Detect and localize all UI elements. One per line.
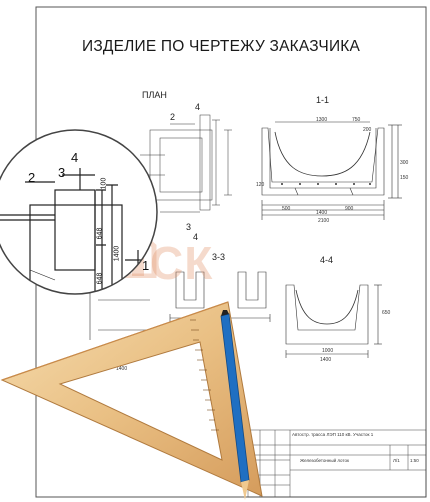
dim-1-1-3: 120 [256,182,265,188]
magnifier-mark-4: 4 [71,150,79,165]
wooden-set-square-icon [0,301,263,497]
section-mark-3: 3 [186,222,192,232]
magnifier-view [0,129,158,295]
section-4-4-label: 4-4 [320,255,334,265]
dim-1-1-9: 150 [400,175,409,181]
section-1-1-view [261,121,402,220]
section-mark-4: 4 [195,102,201,112]
section-4-4-view [285,284,382,358]
plan-label: ПЛАН [142,90,167,100]
dim-1-1-0: 2100 [318,218,330,224]
magnifier-mark-3: 3 [58,165,66,180]
title-block-scale: 1:50 [410,458,419,463]
dim-1-1-6: 900 [345,206,354,212]
dim-1-1-5: 500 [282,206,291,212]
title-block-project: Автостр. трасса ЛЭП 110 кВ. Участок 1 [292,432,374,437]
section-1-1-label: 1-1 [316,95,330,105]
dim-1-1-7: 1400 [316,210,328,216]
watermark-text: СК [150,237,214,289]
dim-3-3-1: 1400 [116,366,128,372]
title-block-sheet: Л/1 [393,458,400,463]
drawing-title: ИЗДЕЛИЕ ПО ЧЕРТЕЖУ ЗАКАЗЧИКА [82,38,361,55]
dim-1-1-8: 300 [400,160,409,166]
magnifier-dim-2: 1400 [113,245,121,262]
title-block-name: Железобетонный лоток [300,458,349,463]
dim-1-1-2: 200 [363,127,372,133]
magnifier-mark-2: 2 [28,170,36,185]
section-mark-2: 2 [170,112,176,122]
dim-4-4-2: 1000 [322,348,334,354]
plan-view [140,114,232,213]
magnifier-dim-1: 648 [96,227,104,240]
magnifier-dim-3: 648 [96,272,104,285]
dim-1-1-1: 750 [352,117,361,123]
dim-4-4-1: 650 [382,310,391,316]
section-1-1-rebar [281,183,371,185]
magnifier-dim-0: 100 [100,177,108,190]
magnifier-mark-1: 1 [142,258,150,273]
blue-pencil-icon [220,310,250,500]
section-3-3-label: 3-3 [212,252,226,262]
dim-1-1-4: 1300 [316,117,328,123]
section-mark-4b: 4 [193,232,199,242]
dim-4-4-0: 1400 [320,357,332,363]
